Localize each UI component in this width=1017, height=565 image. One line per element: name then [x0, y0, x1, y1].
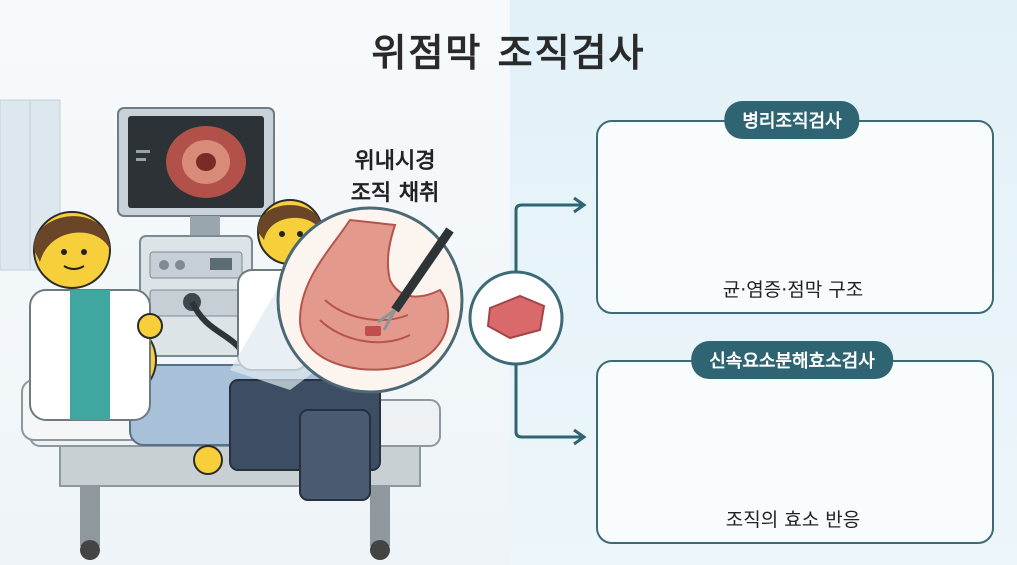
rapid-urease-caption: 조직의 효소 반응 [725, 509, 861, 531]
procedure-caption-line2: 조직 채취 [350, 181, 440, 206]
equipment-cart [139, 235, 253, 357]
branch-arrows [514, 196, 587, 446]
stomach-closeup [276, 206, 464, 394]
endoscope-monitor [117, 107, 275, 236]
pathology-panel [596, 120, 994, 314]
patient-figure [79, 319, 381, 501]
rapid-urease-panel [596, 360, 994, 544]
pathology-label: 병리조직검사 [724, 101, 860, 139]
procedure-caption: 위내시경 조직 채취 [320, 146, 470, 210]
tissue-sample-circle [468, 270, 564, 366]
page-title: 위점막 조직검사 [371, 31, 646, 75]
pathology-caption: 균·염증·점막 구조 [722, 279, 864, 301]
doctor-left-figure [29, 211, 163, 421]
endoscope-tube [391, 227, 454, 313]
rapid-urease-label: 신속요소분해효소검사 [691, 341, 893, 379]
procedure-caption-line1: 위내시경 [354, 149, 436, 174]
